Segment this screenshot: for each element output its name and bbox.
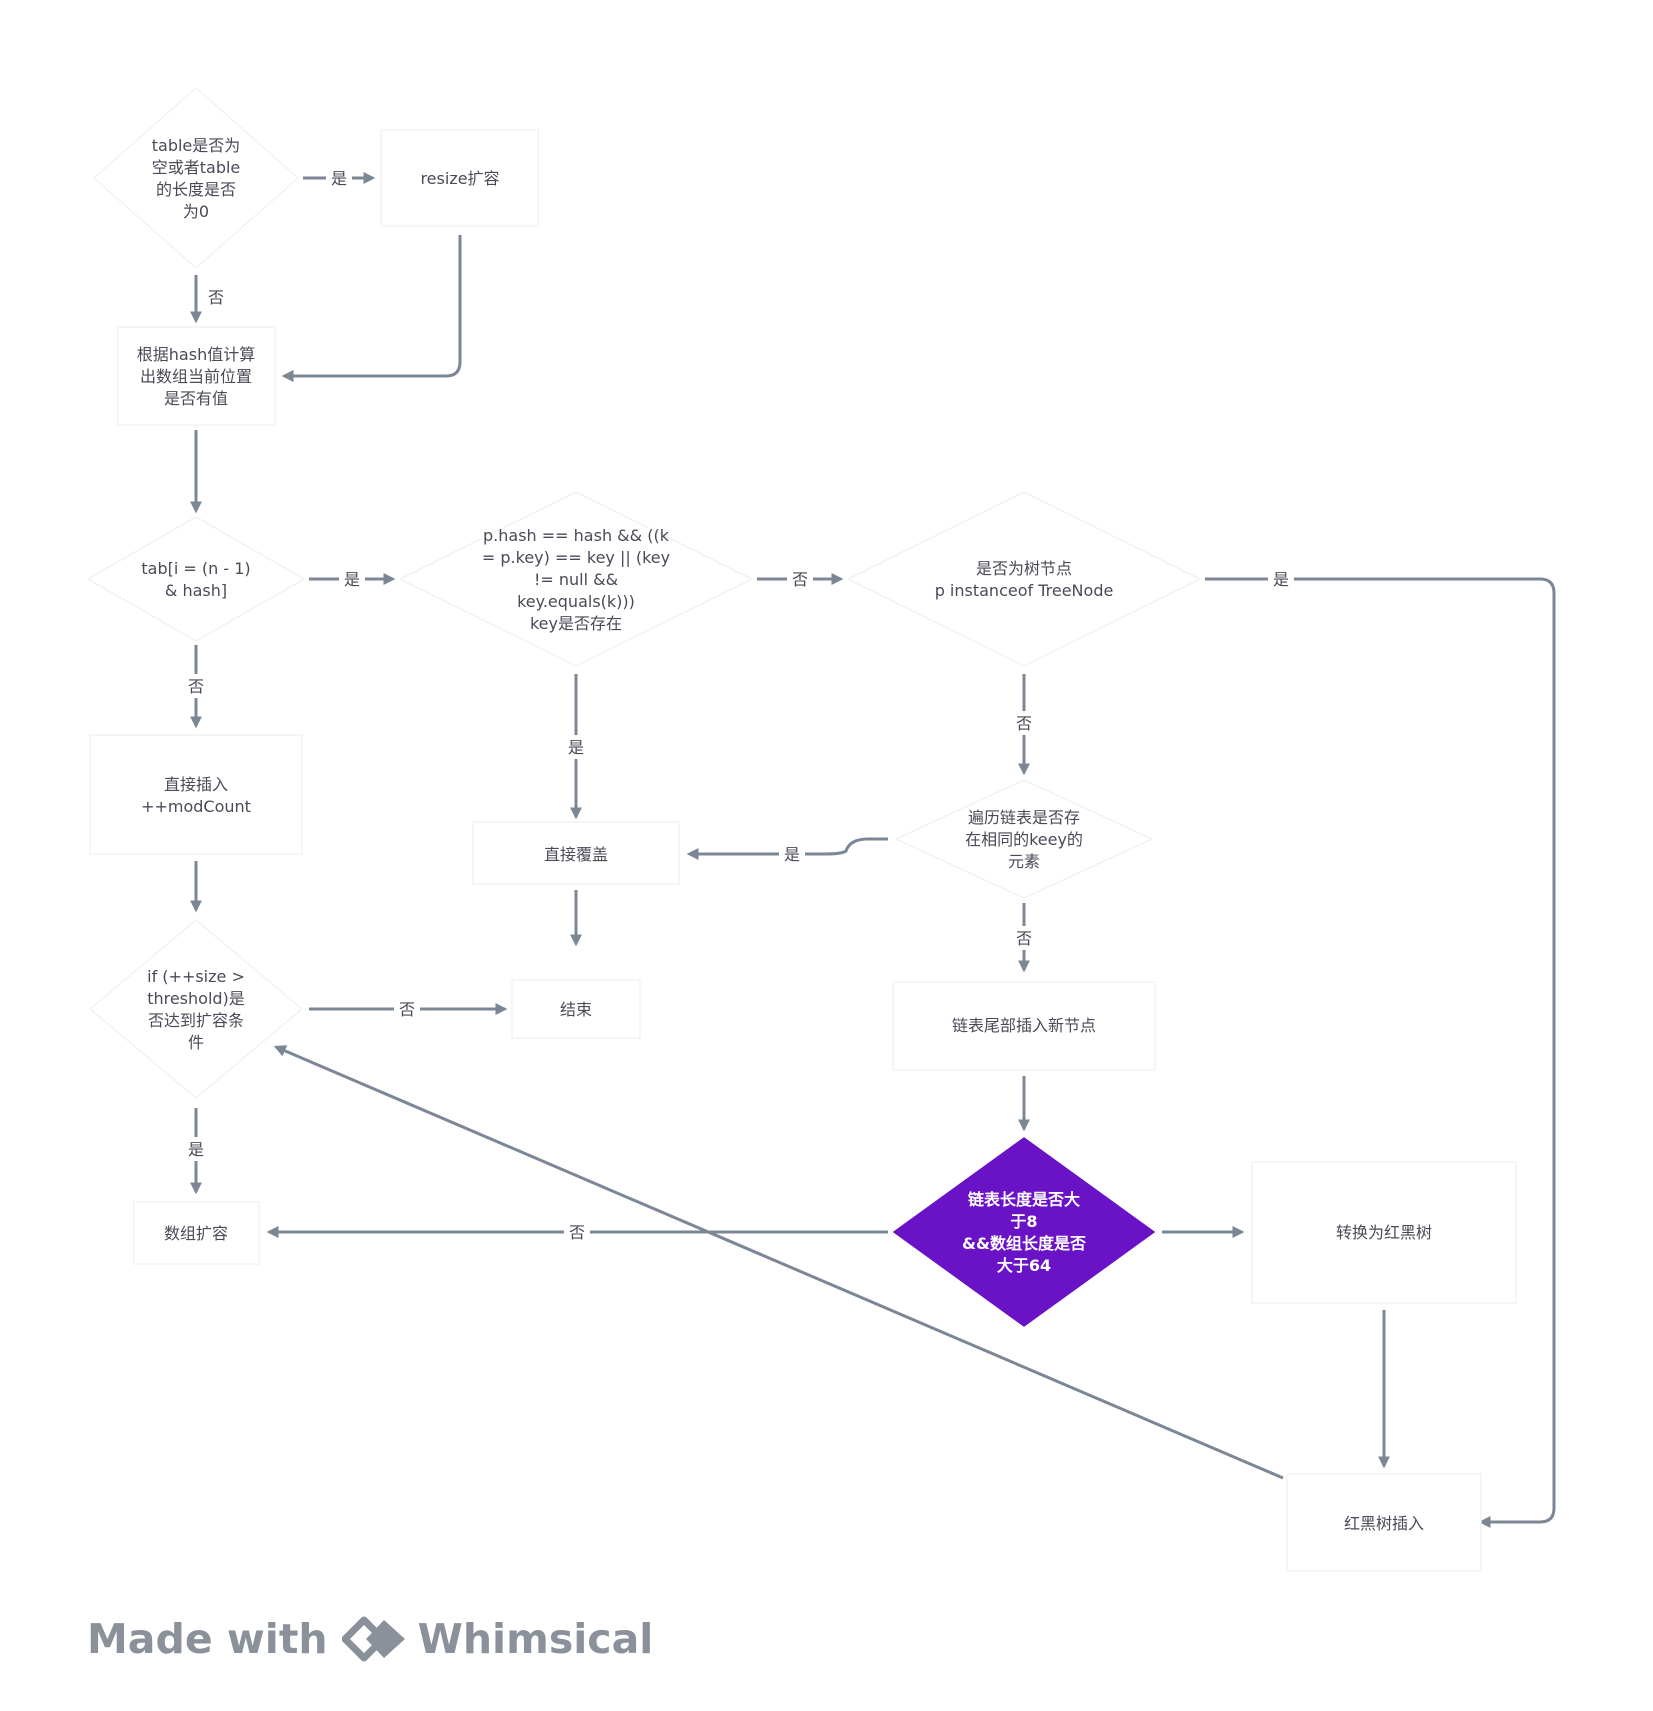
edge-label-no: 否 [399, 1000, 415, 1019]
node-label-line: 于8 [1010, 1212, 1037, 1231]
node-table-check: table是否为空或者table 的长度是否为0 [92, 86, 300, 270]
node-key-exists-label: p.hash == hash && ((k = p.key) == key || … [482, 526, 670, 633]
edge-label-yes: 是 [784, 845, 800, 864]
node-hash-check-label: 根据hash值计算出数组当前位置是否有值 [137, 345, 255, 408]
node-label-line: 数组扩容 [164, 1224, 228, 1243]
node-resize: resize扩容 [380, 129, 539, 227]
node-tree-node-label: 是否为树节点 p instanceof TreeNode [935, 559, 1114, 600]
edge-rbinsert-size [273, 1045, 1284, 1480]
node-label-line: 结束 [560, 1000, 592, 1019]
node-label-line: p instanceof TreeNode [935, 581, 1114, 600]
node-label-line: = p.key) == key || (key [482, 548, 670, 567]
edge-label-yes: 是 [344, 570, 360, 589]
node-to-rbtree-label: 转换为红黑树 [1336, 1223, 1432, 1242]
node-label-line: resize扩容 [420, 169, 499, 188]
edge-label-no: 否 [569, 1223, 585, 1242]
node-insert-label: 直接插入 ++modCount [141, 775, 251, 816]
node-label-line: 在相同的keey的 [965, 830, 1083, 849]
node-label-line: p.hash == hash && ((k [483, 526, 670, 545]
node-label-line: threshold)是 [147, 989, 245, 1008]
node-key-exists: p.hash == hash && ((k = p.key) == key || … [398, 491, 754, 667]
node-array-resize-label: 数组扩容 [164, 1224, 228, 1243]
node-traverse: 遍历链表是否存在相同的keey的元素 [894, 779, 1154, 899]
node-len-check: 链表长度是否大于8 &&数组长度是否大于64 [892, 1137, 1156, 1327]
node-size-check-label: if (++size > threshold)是否达到扩容条件 [147, 967, 245, 1052]
node-label-line: 是否为树节点 [976, 559, 1072, 578]
node-len-check-label: 链表长度是否大于8 &&数组长度是否大于64 [962, 1190, 1086, 1275]
watermark-made-with: Made with [87, 1615, 328, 1663]
node-label-line: 为0 [183, 202, 209, 221]
node-end-label: 结束 [560, 1000, 592, 1019]
node-label-line: 否达到扩容条 [148, 1011, 244, 1030]
node-label-line: 红黑树插入 [1344, 1514, 1424, 1533]
node-label-line: 件 [188, 1033, 204, 1052]
node-label-line: 出数组当前位置 [140, 367, 252, 386]
node-size-check: if (++size > threshold)是否达到扩容条件 [88, 919, 304, 1099]
connectors [190, 172, 1556, 1528]
node-label-line: 的长度是否 [156, 180, 236, 199]
edge-label-yes: 是 [568, 738, 584, 757]
node-traverse-label: 遍历链表是否存在相同的keey的元素 [965, 808, 1083, 871]
edge-label-no: 否 [188, 677, 204, 696]
node-label-line: 遍历链表是否存 [968, 808, 1080, 827]
watermark-brand: Whimsical [417, 1615, 654, 1663]
node-tail-insert-label: 链表尾部插入新节点 [952, 1016, 1096, 1035]
node-label-line: if (++size > [147, 967, 245, 986]
node-hash-check: 根据hash值计算出数组当前位置是否有值 [117, 326, 276, 426]
whimsical-watermark[interactable]: Made with Whimsical [87, 1612, 653, 1666]
node-label-line: != null && [534, 570, 618, 589]
node-label-line: tab[i = (n - 1) [141, 559, 250, 578]
node-label-line: & hash] [165, 581, 227, 600]
node-label-line: 直接覆盖 [544, 845, 608, 864]
node-override-label: 直接覆盖 [544, 845, 608, 864]
edge-label-yes: 是 [1273, 570, 1289, 589]
node-label-line: 根据hash值计算 [137, 345, 255, 364]
node-tab: tab[i = (n - 1) & hash] [86, 516, 306, 642]
edge-label-no: 否 [208, 288, 224, 307]
node-label-line: 元素 [1008, 852, 1040, 871]
node-end: 结束 [511, 979, 641, 1039]
node-label-line: 直接插入 [164, 775, 228, 794]
edge-label-yes: 是 [188, 1140, 204, 1159]
node-label-line: 是否有值 [164, 389, 228, 408]
whimsical-logo-icon [341, 1616, 405, 1662]
node-label-line: table是否为 [152, 136, 241, 155]
edge-tree-rbinsert [1205, 577, 1556, 1528]
node-label-line: &&数组长度是否 [962, 1234, 1086, 1253]
node-insert: 直接插入 ++modCount [89, 734, 303, 855]
node-array-resize: 数组扩容 [133, 1201, 260, 1265]
node-label-line: ++modCount [141, 797, 251, 816]
edge-labels: 是 否 是 否 否 是 是 否 是 否 否 是 否 [183, 166, 1294, 1244]
edge-resize-hash [281, 235, 462, 382]
edge-label-no: 否 [1016, 714, 1032, 733]
edge-label-yes: 是 [331, 169, 347, 188]
node-label-line: 链表长度是否大 [968, 1190, 1080, 1209]
node-resize-label: resize扩容 [420, 169, 499, 188]
node-rb-insert: 红黑树插入 [1286, 1473, 1482, 1572]
node-tab-label: tab[i = (n - 1) & hash] [141, 559, 250, 600]
node-label-line: key是否存在 [530, 614, 622, 633]
node-to-rbtree: 转换为红黑树 [1251, 1161, 1517, 1304]
node-tree-node: 是否为树节点 p instanceof TreeNode [846, 491, 1202, 667]
node-rb-insert-label: 红黑树插入 [1344, 1514, 1424, 1533]
edge-label-no: 否 [1016, 929, 1032, 948]
node-label-line: 转换为红黑树 [1336, 1223, 1432, 1242]
edge-traverse-override [686, 837, 888, 860]
node-label-line: 链表尾部插入新节点 [952, 1016, 1096, 1035]
edge-label-no: 否 [792, 570, 808, 589]
node-label-line: 大于64 [997, 1256, 1051, 1275]
node-label-line: 空或者table [152, 158, 241, 177]
nodes: table是否为空或者table 的长度是否为0 resize扩容 根据hash值… [86, 86, 1517, 1572]
node-tail-insert: 链表尾部插入新节点 [892, 981, 1156, 1071]
node-label-line: key.equals(k))) [517, 592, 635, 611]
node-override: 直接覆盖 [472, 821, 680, 885]
node-table-check-label: table是否为空或者table 的长度是否为0 [152, 136, 241, 221]
